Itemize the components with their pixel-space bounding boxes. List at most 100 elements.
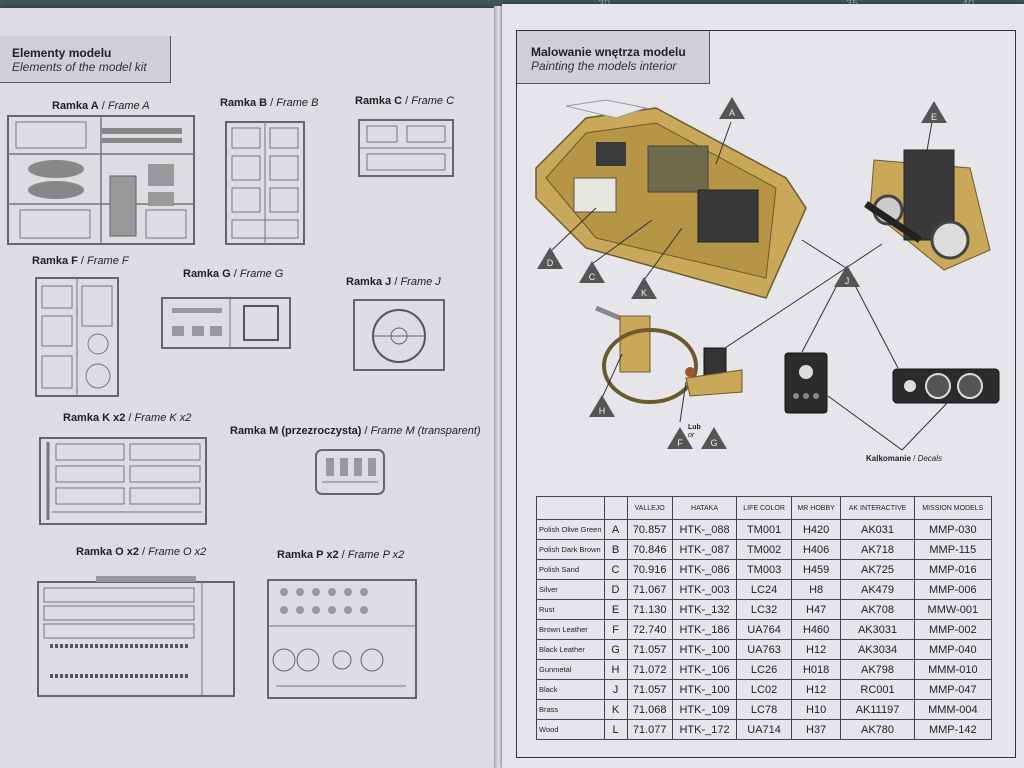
sprue-frame-a xyxy=(7,115,195,245)
instrument-panel-large xyxy=(892,368,1000,404)
callout-marker: C xyxy=(579,261,605,283)
paint-code-cell: MMP-142 xyxy=(913,719,993,740)
paint-letter-cell: L xyxy=(603,719,628,740)
frame-label: Ramka C / Frame C xyxy=(355,95,455,107)
paint-code-cell: LC78 xyxy=(736,699,792,720)
paint-code-cell: HTK-_106 xyxy=(671,659,738,680)
paint-code-cell: LC02 xyxy=(736,679,792,700)
sprue-frame-f xyxy=(35,277,119,397)
column-header: VALLEJO xyxy=(626,496,673,520)
paint-name-cell: Polish Dark Brown xyxy=(536,539,605,560)
paint-code-cell: MMP-040 xyxy=(913,639,993,660)
engine-illustration xyxy=(864,149,991,271)
paint-code-cell: H8 xyxy=(790,579,842,600)
paint-code-cell: MMP-030 xyxy=(913,519,993,540)
paint-code-cell: MMP-016 xyxy=(913,559,993,580)
paint-code-cell: 71.077 xyxy=(626,719,673,740)
paint-letter-cell: J xyxy=(603,679,628,700)
paint-code-cell: 71.068 xyxy=(626,699,673,720)
paint-code-cell: 70.846 xyxy=(626,539,673,560)
paint-letter-cell: G xyxy=(603,639,628,660)
paint-name-cell: Wood xyxy=(536,719,605,740)
paint-code-cell: AK798 xyxy=(840,659,915,680)
svg-text:F: F xyxy=(677,438,683,448)
painting-header: Malowanie wnętrza modelu Painting the mo… xyxy=(517,31,710,84)
sprue-frame-b xyxy=(225,121,305,245)
gun-illustration xyxy=(595,305,743,404)
frame-label: Ramka B / Frame B xyxy=(220,97,319,109)
paint-code-cell: H37 xyxy=(790,719,842,740)
paint-letter-cell: A xyxy=(603,519,628,540)
paint-code-cell: H47 xyxy=(790,599,842,620)
column-header: MISSION MODELS xyxy=(913,496,993,520)
callout-marker: E xyxy=(921,101,947,123)
paint-code-cell: AK3031 xyxy=(840,619,915,640)
decals-label: Kalkomanie / Decals xyxy=(866,454,943,463)
frame-label: Ramka O x2 / Frame O x2 xyxy=(76,546,207,558)
paint-letter-cell: F xyxy=(603,619,628,640)
header-title-en: Painting the models interior xyxy=(531,59,677,73)
paint-code-cell: HTK-_100 xyxy=(671,639,738,660)
paint-code-cell: TM002 xyxy=(736,539,792,560)
header-title-pl: Elementy modelu xyxy=(12,46,112,60)
header-title-pl: Malowanie wnętrza modelu xyxy=(531,45,686,59)
paint-code-cell: UA764 xyxy=(736,619,792,640)
column-header: MR HOBBY xyxy=(790,496,842,520)
sprue-frame-o xyxy=(37,576,235,697)
paint-name-cell: Brass xyxy=(536,699,605,720)
frame-label: Ramka K x2 / Frame K x2 xyxy=(63,412,192,424)
paint-letter-cell: D xyxy=(603,579,628,600)
paint-code-cell: 70.916 xyxy=(626,559,673,580)
paint-letter-cell: H xyxy=(603,659,628,680)
paint-code-cell: HTK-_086 xyxy=(671,559,738,580)
paint-name-cell: Silver xyxy=(536,579,605,600)
column-header xyxy=(603,496,628,520)
frame-label: Ramka M (przezroczysta) / Frame M (trans… xyxy=(230,425,481,437)
sprue-frame-p xyxy=(267,579,417,699)
paint-code-cell: H420 xyxy=(790,519,842,540)
paint-code-cell: H406 xyxy=(790,539,842,560)
paint-letter-cell: B xyxy=(603,539,628,560)
paint-code-cell: AK3034 xyxy=(840,639,915,660)
paint-code-cell: H018 xyxy=(790,659,842,680)
paint-code-cell: AK11197 xyxy=(840,699,915,720)
paint-code-cell: UA714 xyxy=(736,719,792,740)
paint-code-cell: UA763 xyxy=(736,639,792,660)
callout-marker: F xyxy=(667,427,693,449)
paint-letter-cell: E xyxy=(603,599,628,620)
frame-label: Ramka G / Frame G xyxy=(183,268,284,280)
paint-code-cell: MMP-115 xyxy=(913,539,993,560)
paint-code-cell: 71.072 xyxy=(626,659,673,680)
instrument-panel-small xyxy=(784,352,828,414)
paint-code-cell: AK708 xyxy=(840,599,915,620)
frame-label: Ramka J / Frame J xyxy=(346,276,441,288)
paint-code-cell: 71.057 xyxy=(626,639,673,660)
page-frame-border xyxy=(516,30,1016,758)
paint-code-cell: AK718 xyxy=(840,539,915,560)
sprue-frame-g xyxy=(161,297,291,349)
paint-code-cell: TM003 xyxy=(736,559,792,580)
column-header xyxy=(536,496,605,520)
paint-name-cell: Polish Sand xyxy=(536,559,605,580)
paint-code-cell: MMP-006 xyxy=(913,579,993,600)
column-header: AK INTERACTIVE xyxy=(840,496,915,520)
callout-marker: H xyxy=(589,395,615,417)
paint-code-cell: H460 xyxy=(790,619,842,640)
callout-marker: J xyxy=(834,265,860,287)
callout-marker: A xyxy=(719,97,745,119)
callout-marker: G xyxy=(701,427,727,449)
paint-code-cell: 70.857 xyxy=(626,519,673,540)
header-title-en: Elements of the model kit xyxy=(12,60,147,74)
paint-code-cell: LC24 xyxy=(736,579,792,600)
paint-code-cell: HTK-_132 xyxy=(671,599,738,620)
paint-name-cell: Brown Leather xyxy=(536,619,605,640)
sprue-frame-k xyxy=(39,437,207,525)
paint-code-cell: MMW-001 xyxy=(913,599,993,620)
